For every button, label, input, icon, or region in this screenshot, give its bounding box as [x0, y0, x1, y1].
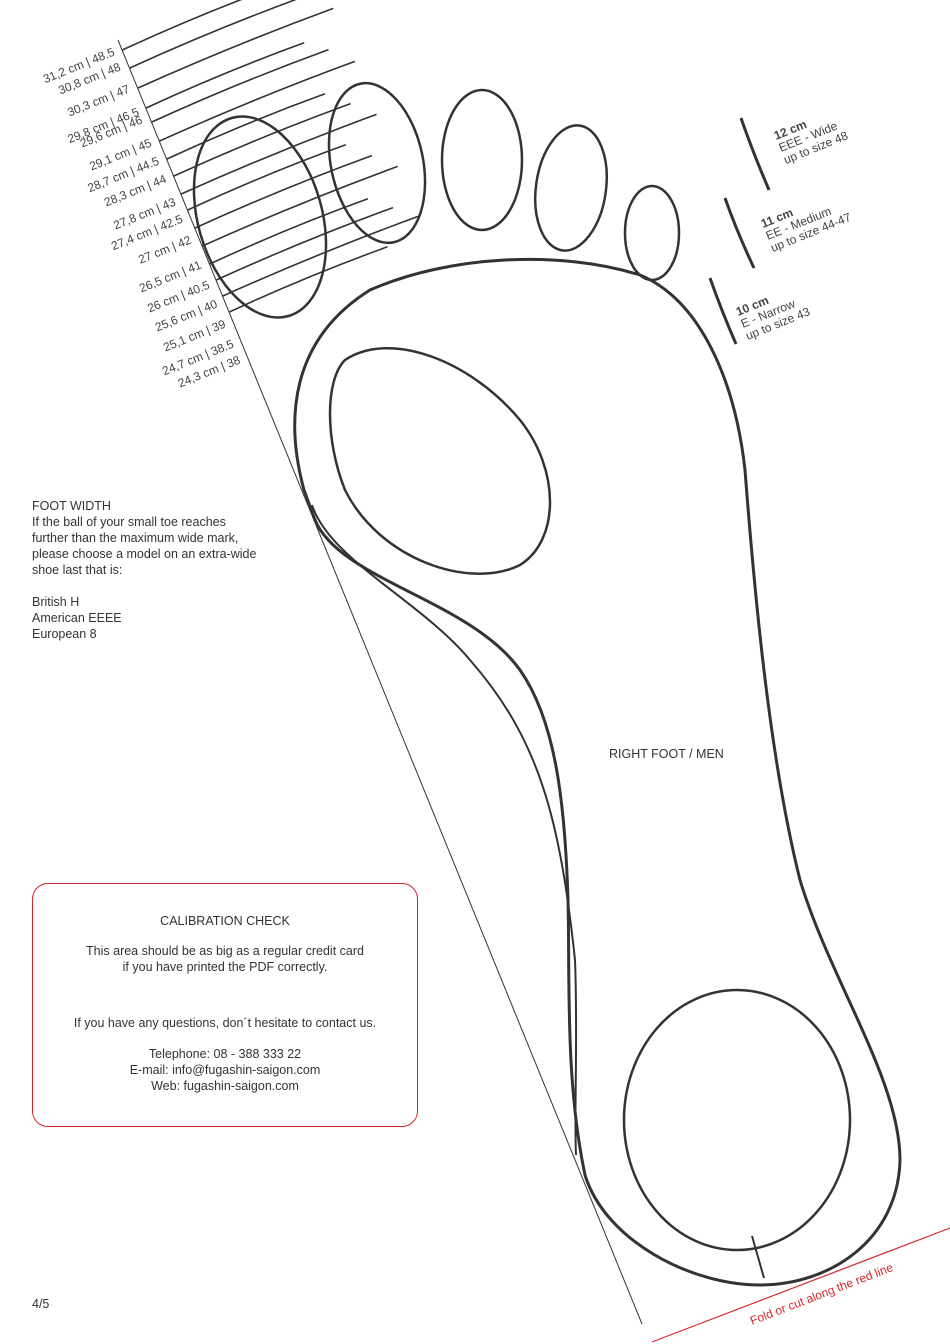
- big-toe-outline-large: [327, 81, 427, 245]
- contact-email: E-mail: info@fugashin-saigon.com: [129, 1063, 321, 1077]
- size-tick: [215, 206, 394, 281]
- heel-pad-outline: [622, 988, 852, 1252]
- last-american: American EEEE: [32, 611, 122, 625]
- foot-width-section: FOOT WIDTH If the ball of your small toe…: [32, 498, 256, 642]
- ball-pad-outline: [328, 346, 552, 575]
- contact-telephone: Telephone: 08 - 388 333 22: [148, 1047, 302, 1061]
- calibration-line: if you have printed the PDF correctly.: [122, 960, 328, 974]
- foot-width-line: please choose a model on an extra-wide: [32, 547, 257, 561]
- width-mark-medium: [723, 197, 756, 269]
- size-tick: [222, 215, 419, 297]
- size-tick: [129, 0, 297, 69]
- size-tick: [173, 102, 351, 177]
- foot-width-line: further than the maximum wide mark,: [32, 531, 239, 545]
- foot-width-line: If the ball of your small toe reaches: [32, 515, 226, 529]
- width-mark-wide: [739, 117, 771, 191]
- size-tick: [137, 7, 334, 89]
- contact-web: Web: fugashin-saigon.com: [151, 1079, 299, 1093]
- foot-outline: [293, 257, 902, 1287]
- size-tick: [202, 165, 398, 247]
- size-tick: [159, 60, 356, 142]
- size-tick: [180, 113, 377, 195]
- last-european: European 8: [32, 627, 97, 641]
- page-number: 4/5: [32, 1297, 50, 1311]
- size-tick: [209, 198, 369, 265]
- calibration-box: CALIBRATION CHECK This area should be as…: [32, 883, 418, 1127]
- fourth-toe-outline: [623, 184, 681, 282]
- last-british: British H: [32, 595, 80, 609]
- fold-line: [651, 1227, 950, 1343]
- width-mark-narrow: [708, 277, 738, 345]
- size-tick: [145, 42, 305, 109]
- size-tick: [122, 0, 243, 51]
- size-tick: [151, 48, 329, 123]
- heel-marker: [751, 1235, 765, 1279]
- third-toe-outline: [533, 124, 609, 252]
- arch-line: [311, 504, 578, 1156]
- size-tick: [194, 154, 373, 229]
- size-tick: [166, 93, 326, 160]
- size-ticks: [122, 0, 419, 313]
- foot-width-title: FOOT WIDTH: [32, 499, 111, 513]
- size-guide-line: [117, 39, 643, 1325]
- fold-instruction: Fold or cut along the red line: [748, 1260, 895, 1328]
- calibration-title: CALIBRATION CHECK: [160, 914, 290, 928]
- calibration-line: This area should be as big as a regular …: [86, 944, 364, 958]
- size-tick: [187, 144, 347, 211]
- contact-question: If you have any questions, don´t hesitat…: [73, 1016, 377, 1030]
- second-toe-outline: [440, 88, 524, 232]
- foot-label: RIGHT FOOT / MEN: [609, 747, 724, 761]
- size-tick: [229, 246, 388, 313]
- big-toe-outline-small: [192, 115, 328, 319]
- foot-width-line: shoe last that is:: [32, 563, 123, 577]
